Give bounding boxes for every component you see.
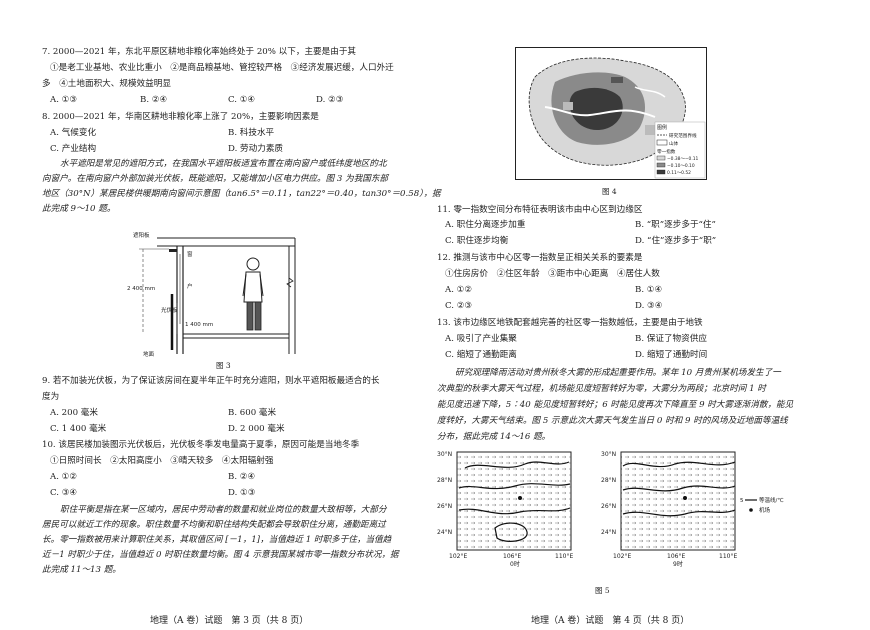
q7-option-a[interactable]: A. ①③ (50, 95, 78, 105)
q10-option-a[interactable]: A. ①② (50, 472, 78, 482)
figure-4-city-map: 图例 研究范围界线 山体 零一指数 −0.38～−0.11 −0.10～0.10… (515, 47, 707, 180)
q11-option-c[interactable]: C. 职住逐步均衡 (445, 236, 509, 246)
fig4-legend-range-low: −0.38～−0.11 (667, 156, 699, 162)
q13-option-b[interactable]: B. 保证了物资供应 (635, 334, 707, 344)
q10-option-b[interactable]: B. ②④ (228, 472, 256, 482)
q10-option-c[interactable]: C. ③④ (50, 488, 78, 498)
q12-option-a[interactable]: A. ①② (445, 285, 473, 295)
q7-items-line2: 多 ④土地面积大、规模效益明显 (42, 79, 171, 89)
figure-3-window-diagram: 遮阳板 窗 户 光伏板 2 400 mm 1 400 mm 地面 (127, 231, 296, 358)
fig5-left-lat-28: 28°N (437, 477, 452, 484)
page-4-footer: 地理（A 卷）试题 第 4 页（共 8 页） (531, 616, 690, 626)
fig5-left-lat-24: 24°N (437, 529, 452, 536)
label-2400mm: 2 400 mm (127, 286, 155, 292)
fig5-legend-isotherm-value: 5 (740, 498, 744, 504)
fig5-left-lon-102: 102°E (449, 553, 467, 560)
passage-9-line3: 地区（30°N）某居民楼供暖期南向窗间示意图（tan6.5°＝0.11，tan2… (42, 189, 441, 199)
passage-9-line2: 向窗户。在南向窗户外部加装光伏板，既能遮阳，又能增加小区电力供应。图 3 为我国… (42, 174, 389, 184)
label-window: 窗 (187, 250, 193, 258)
q12-stem: 12. 推测与该市中心区零一指数呈正相关关系的要素是 (437, 253, 643, 263)
passage-9-line4: 此完成 9～10 题。 (42, 204, 116, 214)
q9-option-a[interactable]: A. 200 毫米 (50, 408, 98, 418)
q11-option-d[interactable]: D. “住”逐步多于“职” (635, 236, 717, 246)
passage-14-line1: 研究观理降雨活动对贵州秋冬大雾的形成起重要作用。某年 10 月贵州某机场发生了一 (455, 368, 781, 378)
q8-option-d[interactable]: D. 劳动力素质 (228, 144, 284, 154)
figure-5-caption: 图 5 (595, 586, 610, 595)
fig4-legend-title: 图例 (657, 124, 667, 131)
q12-option-c[interactable]: C. ②③ (445, 301, 473, 311)
fig5-legend-isotherm: 等温线/℃ (759, 496, 784, 504)
q11-option-a[interactable]: A. 职住分离逐步加重 (445, 220, 526, 230)
fig5-left-lat-30: 30°N (437, 451, 452, 458)
fig5-right-lat-26: 26°N (601, 503, 616, 510)
q13-stem: 13. 该市边缘区地铁配套越完善的社区零一指数越低，主要是由于地铁 (437, 318, 703, 328)
q11-option-b[interactable]: B. “职”逐步多于“住” (635, 220, 716, 230)
q13-option-d[interactable]: D. 缩短了通勤时间 (635, 350, 708, 360)
passage-14-line4: 度转好，大雾天气结束。图 5 示意此次大雾天气发生当日 0 时和 9 时的风场及… (437, 416, 788, 426)
passage-11-line5: 此完成 11～13 题。 (42, 565, 121, 575)
fig5-legend-airport: 机场 (759, 506, 771, 514)
page-3-footer: 地理（A 卷）试题 第 3 页（共 8 页） (150, 616, 309, 626)
passage-11-line2: 居民可以就近工作的现象。职住数量不均衡和职住结构失配都会导致职住分离，通勤距离过 (42, 520, 386, 530)
fig5-left-lat-26: 26°N (437, 503, 452, 510)
passage-11-line4: 近－1 时职少于住，当值趋近 0 时职住数量均衡。图 4 示意我国某城市零一指数… (42, 550, 399, 560)
q10-items: ①日照时间长 ②太阳高度小 ③晴天较多 ④太阳辐射强 (50, 456, 274, 466)
passage-11-line3: 长。零一指数被用来计算职住关系，其取值区间 [－1，1]，当值趋近 1 时职多于… (42, 535, 392, 545)
figure-5-wind-isotherm-maps: 30°N 28°N 26°N 24°N 30°N 28°N 26°N 24°N … (437, 451, 784, 568)
q9-option-d[interactable]: D. 2 000 毫米 (228, 424, 285, 434)
label-1400mm: 1 400 mm (185, 322, 213, 328)
label-ground: 地面 (143, 350, 155, 358)
q9-stem-line2: 度为 (42, 392, 60, 402)
fig5-left-lon-106: 106°E (503, 553, 521, 560)
q12-items: ①住房房价 ②住区年龄 ③距市中心距离 ④居住人数 (445, 269, 660, 279)
q10-stem: 10. 该居民楼加装图示光伏板后，光伏板冬季发电量高于夏季，原因可能是当地冬季 (42, 440, 360, 450)
fig5-right-lon-110: 110°E (719, 553, 737, 560)
fig5-right-lon-106: 106°E (667, 553, 685, 560)
fig5-right-lon-102: 102°E (613, 553, 631, 560)
q7-option-b[interactable]: B. ②④ (140, 95, 168, 105)
figure-3-caption: 图 3 (216, 361, 231, 370)
passage-14-line3: 能见度迅速下降，5∶40 能见度短暂转好；6 时能见度再次下降直至 9 时大雾逐… (437, 400, 794, 410)
passage-14-line2: 次典型的秋季大雾天气过程，机场能见度短暂转好为零，大雾分为两段；北京时间 1 时 (437, 384, 766, 394)
q13-option-c[interactable]: C. 缩短了通勤距离 (445, 350, 517, 360)
q7-stem: 7. 2000—2021 年，东北平原区耕地非粮化率始终处于 20% 以下，主要… (42, 47, 357, 57)
passage-11-line1: 职住平衡是指在某一区域内，居民中劳动者的数量和就业岗位的数量大致相等，大部分 (60, 505, 387, 515)
q12-option-d[interactable]: D. ③④ (635, 301, 663, 311)
passage-9-line1: 水平遮阳是常见的遮阳方式，在我国水平遮阳板适宜布置在南向窗户或低纬度地区的北 (60, 159, 387, 169)
q7-option-d[interactable]: D. ②③ (316, 95, 344, 105)
fig5-right-lat-28: 28°N (601, 477, 616, 484)
q8-stem: 8. 2000—2021 年，华南区耕地非粮化率上涨了 20%，主要影响因素是 (42, 112, 319, 122)
label-pv-board: 光伏板 (161, 306, 178, 314)
fig4-legend-mountain: 山体 (669, 140, 679, 147)
q7-items-line1: ①是老工业基地、农业比重小 ②是商品粮基地、管控较严格 ③经济发展迟缓，人口外迁 (50, 63, 394, 73)
q7-option-c[interactable]: C. ①④ (228, 95, 256, 105)
q13-option-a[interactable]: A. 吸引了产业集聚 (445, 334, 517, 344)
fig5-time-9: 9时 (673, 560, 683, 568)
right-page: 图例 研究范围界线 山体 零一指数 −0.38～−0.11 −0.10～0.10… (435, 0, 870, 630)
fig4-legend-range-mid: −0.10～0.10 (667, 163, 695, 169)
q9-stem-line1: 9. 若不加装光伏板，为了保证该房间在夏半年正午时充分遮阳，则水平遮阳板最适合的… (42, 376, 380, 386)
label-shading-board: 遮阳板 (133, 231, 150, 239)
fig5-right-lat-30: 30°N (601, 451, 616, 458)
q10-option-d[interactable]: D. ①③ (228, 488, 256, 498)
fig5-left-lon-110: 110°E (555, 553, 573, 560)
fig4-legend-boundary: 研究范围界线 (669, 132, 697, 139)
fig4-legend-index-title: 零一指数 (657, 148, 676, 155)
figure-4-caption: 图 4 (602, 187, 617, 196)
q12-option-b[interactable]: B. ①④ (635, 285, 663, 295)
q8-option-b[interactable]: B. 科技水平 (228, 128, 275, 138)
q8-option-a[interactable]: A. 气候变化 (50, 128, 97, 138)
left-page: 7. 2000—2021 年，东北平原区耕地非粮化率始终处于 20% 以下，主要… (42, 47, 441, 626)
q9-option-b[interactable]: B. 600 毫米 (228, 408, 277, 418)
fig5-time-0: 0时 (510, 560, 520, 568)
passage-14-line5: 分布，据此完成 14～16 题。 (437, 432, 551, 442)
label-house: 户 (187, 282, 193, 290)
q9-option-c[interactable]: C. 1 400 毫米 (50, 424, 107, 434)
fig5-right-lat-24: 24°N (601, 529, 616, 536)
fig4-legend-range-high: 0.11～0.52 (667, 170, 691, 176)
q11-stem: 11. 零一指数空间分布特征表明该市由中心区到边缘区 (437, 205, 643, 215)
q8-option-c[interactable]: C. 产业结构 (50, 144, 97, 154)
